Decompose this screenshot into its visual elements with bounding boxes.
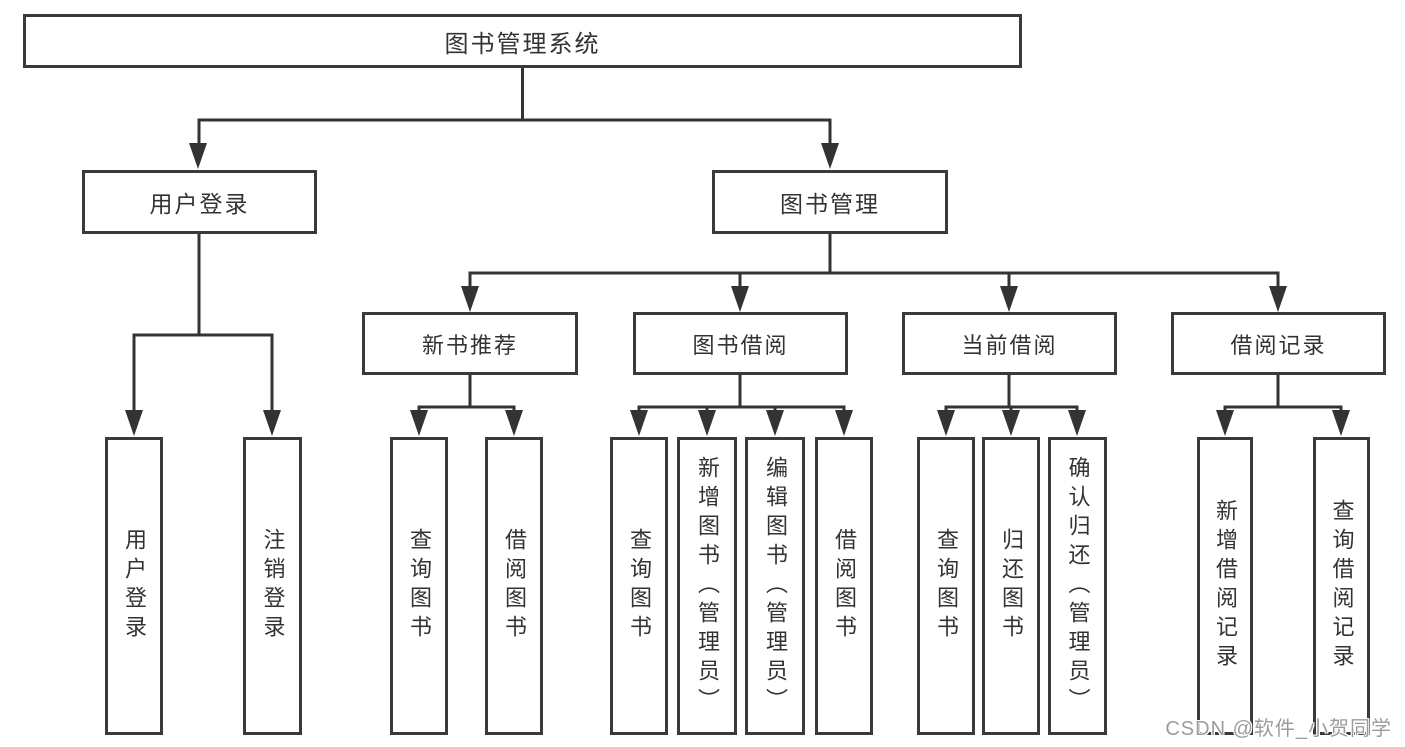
leaf-borrow-books-recommend: 借阅图书 xyxy=(485,437,543,735)
node-library-management-system: 图书管理系统 xyxy=(23,14,1022,68)
node-book-borrowing: 图书借阅 xyxy=(633,312,848,375)
node-label: 图书管理 xyxy=(780,191,880,217)
leaf-query-books-borrow: 查询图书 xyxy=(610,437,668,735)
arrow-down-icon xyxy=(630,410,648,436)
node-label: 新书推荐 xyxy=(421,332,518,358)
arrow-down-icon xyxy=(263,410,281,436)
node-new-book-recommendation: 新书推荐 xyxy=(362,312,578,375)
connector-user-login-to-leaves xyxy=(132,232,274,415)
arrow-down-icon xyxy=(189,143,207,169)
node-label: 新增借阅记录 xyxy=(1213,499,1238,673)
node-label: 图书借阅 xyxy=(692,332,789,358)
leaf-confirm-return-admin: 确认归还（管理员） xyxy=(1048,437,1107,735)
leaf-query-books-current: 查询图书 xyxy=(917,437,975,735)
node-label: 借阅图书 xyxy=(832,528,857,644)
node-label: 用户登录 xyxy=(149,191,250,217)
arrow-down-icon xyxy=(410,410,428,436)
connector-new-book-to-leaves xyxy=(417,373,516,416)
leaf-add-books-admin: 新增图书（管理员） xyxy=(677,437,737,735)
node-label: 图书管理系统 xyxy=(444,30,601,58)
node-label: 借阅图书 xyxy=(502,528,527,644)
arrow-down-icon xyxy=(1332,410,1350,436)
node-book-management: 图书管理 xyxy=(712,170,948,234)
node-borrowing-records: 借阅记录 xyxy=(1171,312,1386,375)
connector-book-management-to-level3 xyxy=(468,232,1280,292)
connector-borrow-record-to-leaves xyxy=(1223,373,1343,416)
node-label: 用户登录 xyxy=(122,528,147,644)
arrow-down-icon xyxy=(1068,410,1086,436)
leaf-edit-books-admin: 编辑图书（管理员） xyxy=(745,437,805,735)
arrow-down-icon xyxy=(1002,410,1020,436)
node-label: 当前借阅 xyxy=(961,332,1058,358)
node-label: 归还图书 xyxy=(999,528,1024,644)
node-label: 编辑图书（管理员） xyxy=(763,455,788,717)
arrow-down-icon xyxy=(937,410,955,436)
arrow-down-icon xyxy=(125,410,143,436)
node-label: 查询图书 xyxy=(934,528,959,644)
node-label: 查询图书 xyxy=(407,528,432,644)
connector-root-to-level2 xyxy=(197,66,832,149)
node-user-login: 用户登录 xyxy=(82,170,317,234)
csdn-watermark: CSDN @软件_小贺同学 xyxy=(1165,718,1392,740)
leaf-return-books: 归还图书 xyxy=(982,437,1040,735)
arrow-down-icon xyxy=(505,410,523,436)
leaf-query-books-recommend: 查询图书 xyxy=(390,437,448,735)
arrow-down-icon xyxy=(731,286,749,312)
leaf-logout: 注销登录 xyxy=(243,437,302,735)
node-label: 借阅记录 xyxy=(1230,332,1327,358)
arrow-down-icon xyxy=(461,286,479,312)
arrowheads xyxy=(125,143,1350,436)
leaf-query-borrow-record: 查询借阅记录 xyxy=(1313,437,1370,735)
arrow-down-icon xyxy=(1000,286,1018,312)
leaf-user-login: 用户登录 xyxy=(105,437,163,735)
leaf-borrow-books: 借阅图书 xyxy=(815,437,873,735)
connector-book-borrow-to-leaves xyxy=(637,373,846,416)
arrow-down-icon xyxy=(1216,410,1234,436)
node-label: 查询图书 xyxy=(627,528,652,644)
leaf-add-borrow-record: 新增借阅记录 xyxy=(1197,437,1253,735)
node-label: 新增图书（管理员） xyxy=(695,455,720,717)
node-label: 查询借阅记录 xyxy=(1329,499,1355,673)
arrow-down-icon xyxy=(766,410,784,436)
node-current-borrowing: 当前借阅 xyxy=(902,312,1117,375)
arrow-down-icon xyxy=(821,143,839,169)
node-label: 注销登录 xyxy=(260,528,286,644)
arrow-down-icon xyxy=(698,410,716,436)
node-label: 确认归还（管理员） xyxy=(1065,455,1091,717)
connector-current-borrow-to-leaves xyxy=(944,373,1079,416)
arrow-down-icon xyxy=(835,410,853,436)
arrow-down-icon xyxy=(1269,286,1287,312)
